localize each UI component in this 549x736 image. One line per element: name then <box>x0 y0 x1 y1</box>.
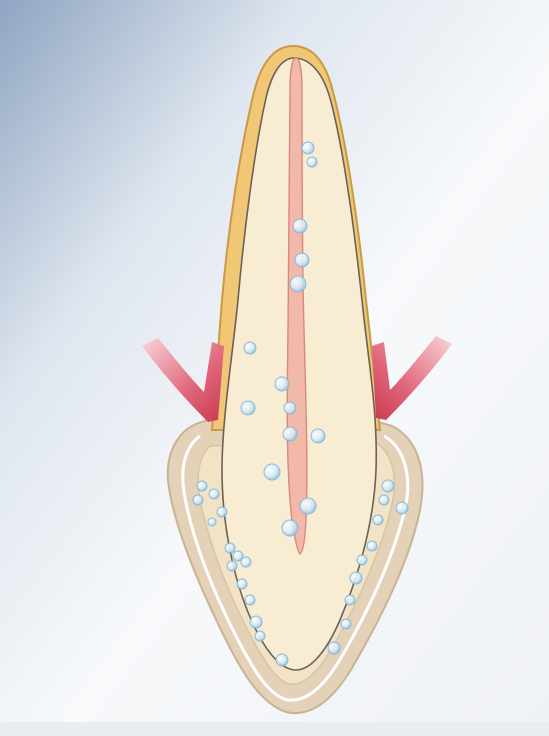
bubble <box>208 518 216 526</box>
bubble <box>379 495 389 505</box>
bubble <box>367 541 377 551</box>
bubble <box>345 595 355 605</box>
bubble <box>241 401 255 415</box>
bubble <box>302 142 314 154</box>
bubble <box>275 377 289 391</box>
bubble <box>237 579 247 589</box>
bubble <box>307 157 317 167</box>
bubble <box>293 219 307 233</box>
bubble <box>245 595 255 605</box>
bubble <box>357 555 367 565</box>
bubble <box>311 429 325 443</box>
bubble <box>290 276 306 292</box>
bubble <box>282 520 298 536</box>
bubble <box>225 543 235 553</box>
bubble <box>350 572 362 584</box>
bubble <box>241 557 251 567</box>
bubble <box>373 515 383 525</box>
bubble <box>328 642 340 654</box>
bubble <box>244 342 256 354</box>
bubble <box>283 427 297 441</box>
bubble <box>193 495 203 505</box>
bubble <box>284 402 296 414</box>
bubble <box>217 507 227 517</box>
bubble <box>227 561 237 571</box>
bubble <box>382 480 394 492</box>
bubble <box>209 489 219 499</box>
bubble <box>264 464 280 480</box>
bubble <box>295 253 309 267</box>
bubble <box>396 502 408 514</box>
bubble <box>300 498 316 514</box>
bubble <box>250 616 262 628</box>
bubble <box>276 654 288 666</box>
bottom-band <box>0 722 549 736</box>
bubble <box>197 481 207 491</box>
bubble <box>255 631 265 641</box>
bubble <box>341 619 351 629</box>
